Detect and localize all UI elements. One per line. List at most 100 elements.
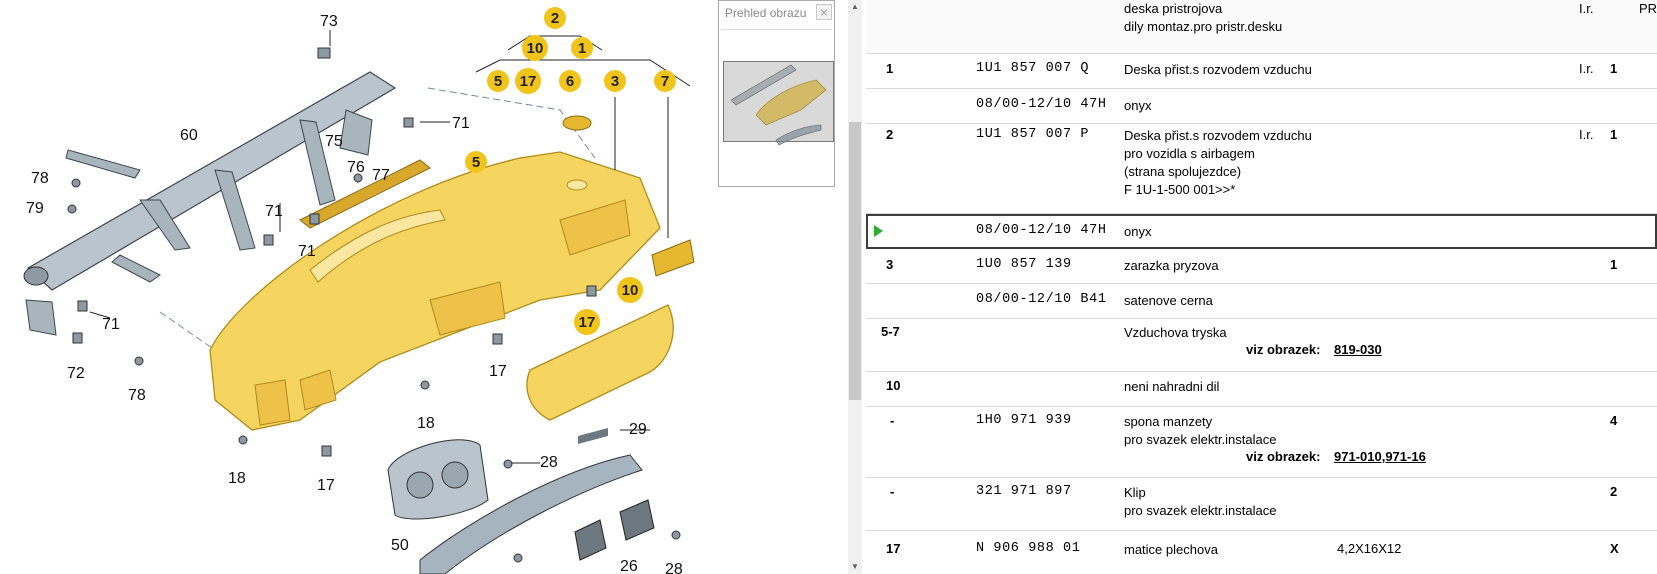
viz-label: viz obrazek:	[1246, 449, 1321, 464]
row-description: Klip	[1124, 485, 1146, 500]
overview-panel[interactable]: Prehled obrazu	[718, 0, 835, 187]
row-pos: 17	[886, 541, 901, 556]
callout-79: 79	[26, 200, 44, 217]
callout-26: 26	[620, 558, 638, 574]
table-row[interactable]: - 1H0 971 939 spona manzety pro svazek e…	[866, 407, 1657, 478]
table-row[interactable]: 1 1U1 857 007 Q Deska přist.s rozvodem v…	[866, 53, 1657, 89]
row-dimension: 4,2X16X12	[1337, 541, 1402, 556]
row-description: Vzduchova tryska	[1124, 325, 1227, 340]
row-pos: -	[890, 413, 895, 428]
dashboard-panel	[209, 115, 695, 431]
header-subtitle: dily montaz.pro pristr.desku	[1124, 19, 1283, 34]
row-description: satenove cerna	[1124, 293, 1213, 308]
overview-thumbnail[interactable]	[721, 29, 834, 155]
parts-table: deska pristrojova dily montaz.pro pristr…	[866, 0, 1657, 574]
table-row[interactable]: 3 1U0 857 139 zarazka pryzova 1	[866, 249, 1657, 284]
callout-50: 50	[391, 537, 409, 554]
header-title: deska pristrojova	[1124, 1, 1223, 16]
exploded-view-drawing: 73 60 75 76 77 71 71 71 78 79 71 72 78 1…	[23, 7, 695, 574]
row-description: (strana spolujezdce)	[1124, 164, 1242, 179]
row-part-number: N 906 988 01	[976, 541, 1081, 556]
row-qty: 1	[1610, 61, 1618, 76]
svg-text:10: 10	[622, 282, 639, 299]
callout-28: 28	[540, 454, 558, 471]
overview-title: Prehled obrazu	[725, 6, 807, 20]
row-qty: 1	[1610, 127, 1618, 142]
row-qty: X	[1610, 541, 1619, 556]
svg-text:3: 3	[611, 73, 619, 90]
row-pos: 3	[886, 257, 894, 272]
svg-text:7: 7	[661, 73, 669, 90]
viz-link[interactable]: 971-010,971-16	[1334, 449, 1426, 464]
row-pos: -	[890, 484, 895, 499]
row-description: zarazka pryzova	[1124, 258, 1219, 273]
row-description: spona manzety	[1124, 414, 1213, 429]
svg-text:6: 6	[566, 73, 574, 90]
crossmember-beam	[23, 71, 397, 336]
row-part-number: 08/00-12/10 47H	[976, 223, 1107, 238]
row-qty: 2	[1610, 484, 1618, 499]
svg-text:17: 17	[520, 73, 537, 90]
row-part-number: 1U1 857 007 Q	[976, 61, 1090, 76]
row-pos: 5-7	[881, 324, 900, 339]
callout-71: 71	[298, 243, 316, 260]
svg-text:5: 5	[494, 73, 502, 90]
row-part-number: 1H0 971 939	[976, 413, 1072, 428]
callout-60: 60	[180, 127, 198, 144]
overview-viewport[interactable]	[723, 61, 834, 142]
callout-18: 18	[228, 470, 246, 487]
callout-75: 75	[325, 133, 343, 150]
callout-78: 78	[128, 387, 146, 404]
table-row[interactable]: 17 N 906 988 01 matice plechova 4,2X16X1…	[866, 531, 1657, 574]
viz-link[interactable]: 819-030	[1334, 342, 1382, 357]
row-part-number: 1U1 857 007 P	[976, 127, 1090, 142]
parts-diagram[interactable]: 73 60 75 76 77 71 71 71 78 79 71 72 78 1…	[0, 0, 848, 574]
row-part-number: 321 971 897	[976, 484, 1072, 499]
header-pr: PR:	[1639, 1, 1657, 16]
row-part-number: 1U0 857 139	[976, 257, 1072, 272]
table-row[interactable]: 08/00-12/10 B41 satenove cerna	[866, 284, 1657, 319]
callout-29: 29	[629, 421, 647, 438]
callout-28: 28	[665, 561, 683, 574]
close-icon[interactable]	[816, 4, 832, 20]
row-pos: 1	[886, 61, 894, 76]
table-header: deska pristrojova dily montaz.pro pristr…	[866, 0, 1657, 54]
row-description: Deska přist.s rozvodem vzduchu	[1124, 62, 1312, 77]
row-pos: 10	[886, 378, 901, 393]
viz-label: viz obrazek:	[1246, 342, 1321, 357]
row-part-number: 08/00-12/10 B41	[976, 292, 1107, 307]
scroll-thumb[interactable]	[849, 122, 861, 400]
row-description: pro svazek elektr.instalace	[1124, 432, 1277, 447]
svg-text:2: 2	[551, 10, 559, 27]
callout-72: 72	[67, 365, 85, 382]
svg-text:17: 17	[579, 314, 596, 331]
callout-71: 71	[102, 316, 120, 333]
fasteners	[67, 47, 681, 563]
table-row[interactable]: - 321 971 897 Klip pro svazek elektr.ins…	[866, 478, 1657, 531]
scroll-up-icon[interactable]: ▲	[851, 2, 859, 11]
callout-17: 17	[317, 477, 335, 494]
row-part-number: 08/00-12/10 47H	[976, 97, 1107, 112]
callout-17: 17	[489, 363, 507, 380]
row-qty: 1	[1610, 257, 1618, 272]
yellow-callouts: 2 10 1 5 17 6 3 7 5 10 17	[465, 7, 676, 335]
row-description: neni nahradni dil	[1124, 379, 1220, 394]
row-description: onyx	[1124, 224, 1152, 239]
table-row[interactable]: 10 neni nahradni dil	[866, 372, 1657, 407]
lower-trim-parts	[387, 428, 655, 574]
table-row-selected[interactable]: 08/00-12/10 47H onyx	[866, 214, 1657, 249]
table-row[interactable]: 2 1U1 857 007 P Deska přist.s rozvodem v…	[866, 124, 1657, 214]
vertical-scrollbar[interactable]: ▲ ▼	[848, 0, 862, 574]
row-description: matice plechova	[1124, 542, 1218, 557]
row-description: F 1U-1-500 001>>*	[1124, 182, 1236, 197]
play-marker-icon	[874, 225, 883, 237]
scroll-down-icon[interactable]: ▼	[851, 562, 859, 571]
table-row[interactable]: 5-7 Vzduchova tryska viz obrazek: 819-03…	[866, 319, 1657, 372]
header-lr: I.r.	[1579, 1, 1594, 16]
svg-text:5: 5	[472, 154, 480, 171]
row-lr: I.r.	[1579, 61, 1594, 76]
callout-76: 76	[347, 159, 365, 176]
table-row[interactable]: 08/00-12/10 47H onyx	[866, 89, 1657, 124]
row-description: pro svazek elektr.instalace	[1124, 503, 1277, 518]
row-description: pro vozidla s airbagem	[1124, 146, 1255, 161]
